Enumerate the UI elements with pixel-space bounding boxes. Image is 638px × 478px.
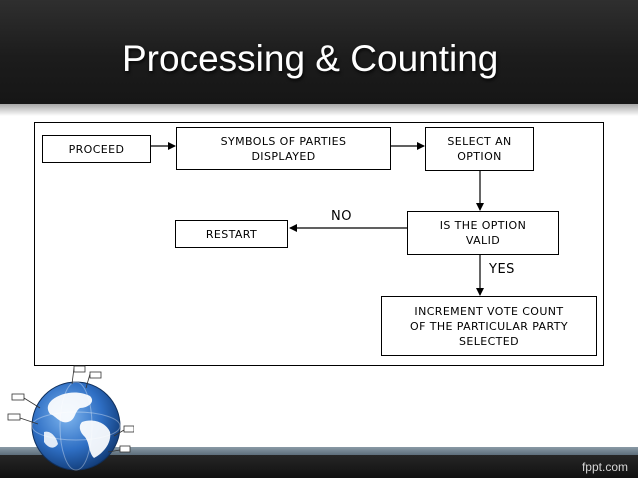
node-increment-vote: INCREMENT VOTE COUNT OF THE PARTICULAR P… xyxy=(381,296,597,356)
globe-icon xyxy=(7,365,134,471)
node-select-option: SELECT AN OPTION xyxy=(425,127,534,171)
footer-accent-band xyxy=(0,447,638,455)
title-bar xyxy=(0,0,638,104)
edge-label-yes: YES xyxy=(489,262,515,277)
node-proceed: PROCEED xyxy=(42,135,151,163)
brand-watermark: fppt.com xyxy=(581,460,628,474)
edge-label-no: NO xyxy=(331,209,352,224)
footer-bar xyxy=(0,455,638,478)
node-restart: RESTART xyxy=(175,220,288,248)
node-symbols-displayed: SYMBOLS OF PARTIES DISPLAYED xyxy=(176,127,391,170)
slide-title: Processing & Counting xyxy=(122,38,499,79)
flag-icon xyxy=(7,365,134,453)
title-bar-shadow xyxy=(0,104,638,116)
node-is-option-valid: IS THE OPTION VALID xyxy=(407,211,559,255)
